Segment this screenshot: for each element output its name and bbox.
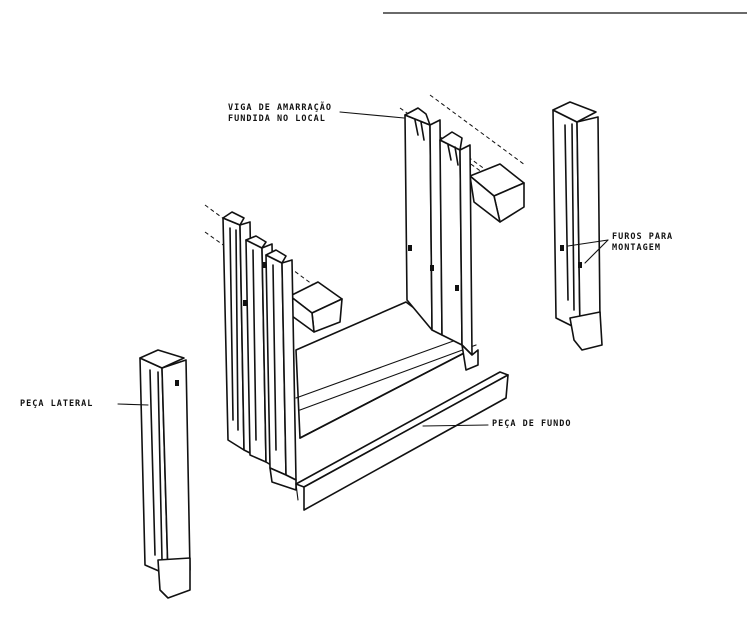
label-tie-beam: VIGA DE AMARRAÇÃO FUNDIDA NO LOCAL	[228, 103, 332, 125]
label-assembly-holes-line2: MONTAGEM	[612, 243, 673, 254]
side-piece-left	[140, 350, 190, 598]
label-assembly-holes: FUROS PARA MONTAGEM	[612, 232, 673, 254]
label-assembly-holes-line1: FUROS PARA	[612, 232, 673, 243]
side-piece-right	[553, 102, 602, 350]
label-bottom-piece: PEÇA DE FUNDO	[492, 419, 572, 430]
left-wall-pieces	[223, 212, 296, 490]
label-side-piece: PEÇA LATERAL	[20, 399, 93, 410]
label-tie-beam-line2: FUNDIDA NO LOCAL	[228, 114, 332, 125]
label-tie-beam-line1: VIGA DE AMARRAÇÃO	[228, 103, 332, 114]
